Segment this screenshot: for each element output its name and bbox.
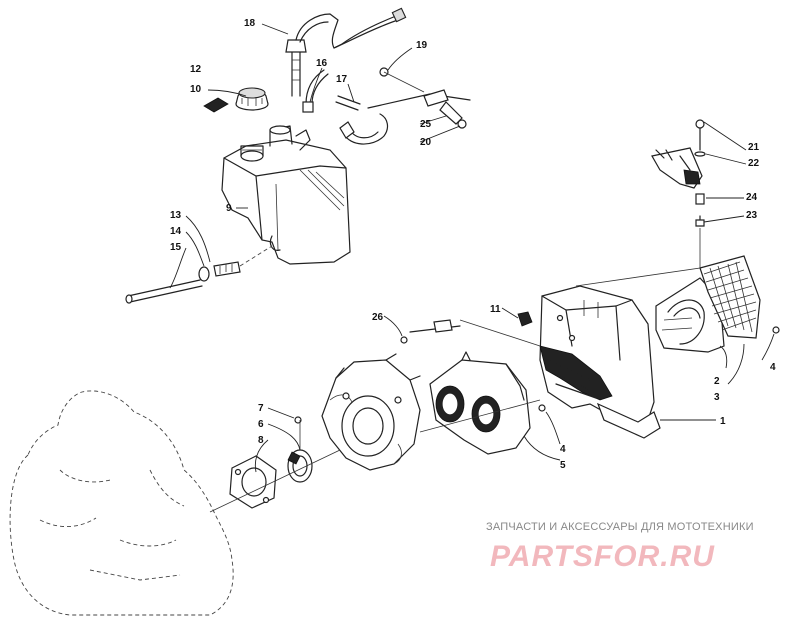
part-label-6: 6: [258, 419, 264, 430]
engine-outline: [9, 390, 234, 616]
part-label-19: 19: [416, 40, 428, 51]
intake-screen: [699, 255, 761, 339]
part-label-4: 4: [770, 362, 776, 373]
bolt-4: [538, 326, 780, 412]
part-label-24: 24: [746, 192, 758, 203]
part-label-13: 13: [170, 210, 182, 221]
part-label-9: 9: [226, 203, 232, 214]
vent-line: [285, 7, 407, 97]
part-label-15: 15: [170, 242, 182, 253]
bolt-7: [294, 416, 302, 424]
part-label-8: 8: [258, 435, 264, 446]
part-labels: 1 2 3 4 4 5 6 7 8 9 10 11 12 13 14 15 16…: [170, 18, 776, 471]
fuel-pump-fitting: [367, 67, 471, 129]
air-silencer-box: [539, 285, 661, 439]
sensor-bracket: [651, 119, 706, 227]
fuel-line-fitting: [125, 245, 273, 304]
carb-adapter-boot: [429, 351, 531, 455]
part-label-26: 26: [372, 312, 384, 323]
bolt-26: [400, 319, 461, 344]
part-label-11: 11: [490, 304, 501, 315]
watermark-tagline: ЗАПЧАСТИ И АКСЕССУАРЫ ДЛЯ МОТОТЕХНИКИ: [486, 521, 754, 533]
watermark-logo: PARTSFOR.RU: [490, 540, 715, 573]
part-label-10: 10: [190, 84, 202, 95]
part-label-14: 14: [170, 226, 182, 237]
filler-cap: [235, 87, 269, 111]
return-hose: [335, 95, 389, 145]
filler-gasket: [203, 97, 229, 113]
part-label-16: 16: [316, 58, 328, 69]
leader-lines: [169, 23, 775, 473]
part-label-4b: 4: [560, 444, 566, 455]
part-label-22: 22: [748, 158, 760, 169]
nut-11: [517, 311, 533, 327]
part-label-1: 1: [720, 416, 726, 427]
part-label-25: 25: [420, 119, 432, 130]
assembly-centerlines: [209, 228, 701, 513]
part-label-5: 5: [560, 460, 566, 471]
hose-clamp: [287, 449, 313, 483]
carburetor: [321, 353, 421, 471]
part-label-21: 21: [748, 142, 760, 153]
part-label-12: 12: [190, 64, 202, 75]
watermark-logo-text: PARTSFOR.RU: [490, 540, 715, 573]
part-label-2: 2: [714, 376, 720, 387]
part-label-17: 17: [336, 74, 348, 85]
part-label-23: 23: [746, 210, 758, 221]
oil-hose: [302, 69, 329, 113]
part-label-20: 20: [420, 137, 432, 148]
part-label-18: 18: [244, 18, 256, 29]
intake-flange: [229, 455, 277, 509]
oil-tank: [221, 125, 351, 265]
part-label-7: 7: [258, 403, 264, 414]
part-label-3: 3: [714, 392, 720, 403]
intake-duct: [655, 277, 725, 353]
